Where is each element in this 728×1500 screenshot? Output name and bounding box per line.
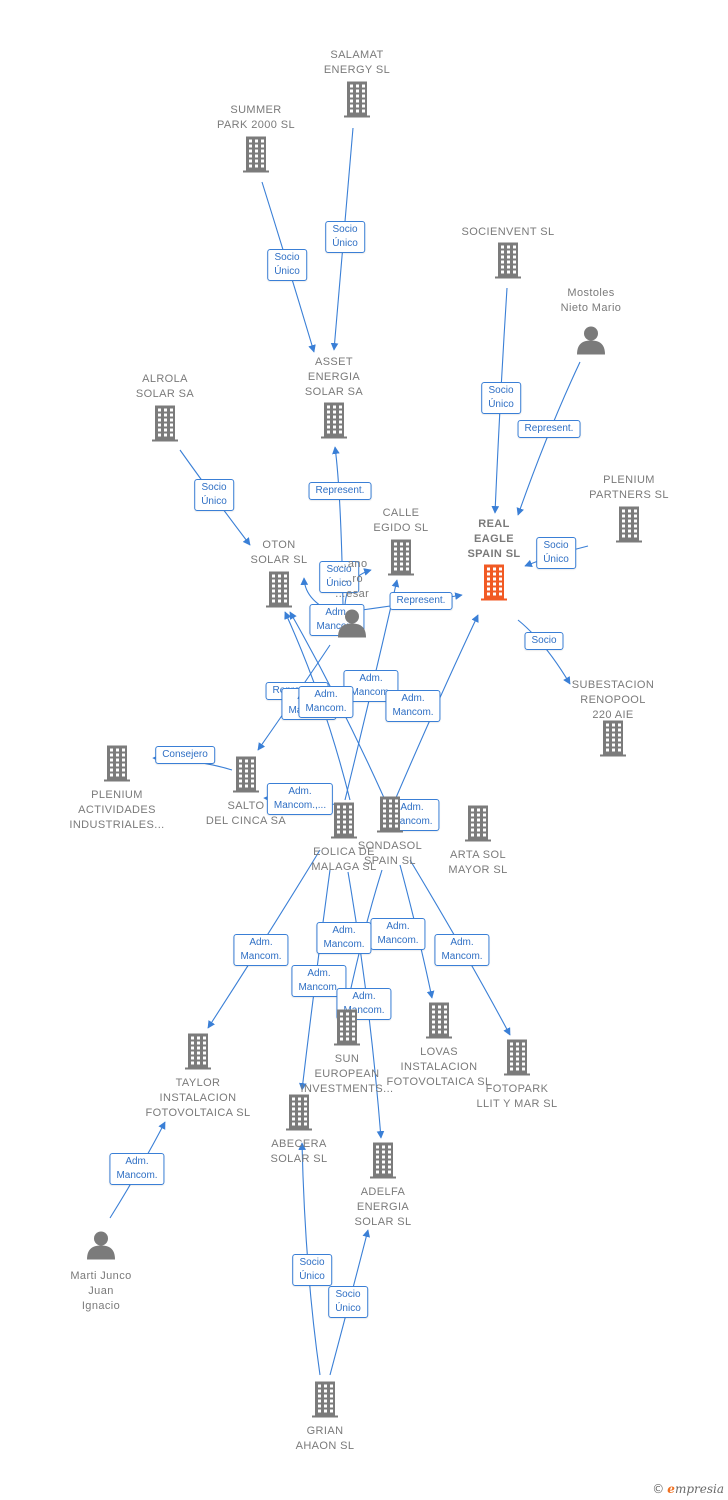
edge-label-moreno-asset[interactable]: Represent. [308,482,372,500]
node-label-plenium-act[interactable]: PLENIUM ACTIVIDADES INDUSTRIALES... [69,789,165,831]
company-icon[interactable] [481,564,507,606]
node-label-plenium-partners[interactable]: PLENIUM PARTNERS SL [589,474,669,501]
node-label-marti[interactable]: Marti Junco Juan Ignacio [70,1270,132,1312]
company-icon[interactable] [616,506,642,548]
company-icon[interactable] [426,1002,452,1044]
edge-label-real-subestacion[interactable]: Socio [524,632,564,650]
node-label-mostoles[interactable]: Mostoles Nieto Mario [560,287,622,314]
company-icon[interactable] [233,756,259,798]
edge-label-sondasol-real[interactable]: Adm. Mancom. [385,690,441,722]
person-icon[interactable] [86,1230,116,1265]
node-label-subestacion[interactable]: SUBESTACION RENOPOOL 220 AIE [571,679,655,721]
edge-label-socienvent-real[interactable]: Socio Único [481,382,521,414]
edge-label-mostoles-real[interactable]: Represent. [517,420,581,438]
edge-label-eolica-salto[interactable]: Adm. Mancom.,... [266,783,334,815]
edge-label-salto-plenium_act[interactable]: Consejero [155,746,215,764]
edge-label-salamat-asset[interactable]: Socio Único [325,221,365,253]
edge-label-sondasol-oton[interactable]: Adm. Mancom. [298,686,354,718]
edge-label-sondasol-lovas[interactable]: Adm. Mancom. [370,918,426,950]
node-label-fotopark[interactable]: FOTOPARK LLIT Y MAR SL [476,1083,558,1110]
node-label-eolica[interactable]: EOLICA DE MALAGA SL [311,846,377,873]
company-icon[interactable] [104,745,130,787]
company-icon[interactable] [370,1142,396,1184]
company-icon[interactable] [266,571,292,613]
node-label-asset[interactable]: ASSET ENERGIA SOLAR SA [304,356,364,398]
node-label-abecera[interactable]: ABECERA SOLAR SL [270,1138,328,1165]
company-icon[interactable] [504,1039,530,1081]
edge-real-subestacion [517,619,571,685]
node-label-taylor[interactable]: TAYLOR INSTALACION FOTOVOLTAICA SL [145,1077,251,1119]
edge-label-summer-asset[interactable]: Socio Único [267,249,307,281]
edge-label-eolica-taylor[interactable]: Adm. Mancom. [233,934,289,966]
company-icon[interactable] [243,136,269,178]
edge-label-plenium_partners-real[interactable]: Socio Único [536,537,576,569]
node-label-alrola[interactable]: ALROLA SOLAR SA [135,373,195,400]
person-icon[interactable] [337,608,367,643]
edge-label-alrola-oton[interactable]: Socio Único [194,479,234,511]
node-label-arta[interactable]: ARTA SOL MAYOR SL [448,849,508,876]
node-label-sun[interactable]: SUN EUROPEAN INVESTMENTS... [300,1053,394,1095]
edge-label-grian-adelfa[interactable]: Socio Único [328,1286,368,1318]
node-label-calle[interactable]: CALLE EGIDO SL [373,507,429,534]
company-icon[interactable] [388,539,414,581]
node-label-adelfa[interactable]: ADELFA ENERGIA SOLAR SL [354,1186,412,1228]
company-icon[interactable] [600,720,626,762]
company-icon[interactable] [377,796,403,838]
edge-label-eolica-abecera[interactable]: Adm. Mancom. [291,965,347,997]
edge-label-moreno-real[interactable]: Represent. [389,592,453,610]
person-icon[interactable] [576,325,606,360]
edge-label-moreno-calle[interactable]: Socio Único [319,561,359,593]
company-icon[interactable] [465,805,491,847]
company-icon[interactable] [312,1381,338,1423]
node-label-salto[interactable]: SALTO DEL CINCA SA [205,800,287,827]
node-label-oton[interactable]: OTON SOLAR SL [250,539,308,566]
edge-label-sondasol-fotopark[interactable]: Adm. Mancom. [434,934,490,966]
empresia-watermark: ©empresia [652,1482,724,1496]
node-label-salamat[interactable]: SALAMAT ENERGY SL [323,49,391,76]
edge-label-grian-abecera[interactable]: Socio Único [292,1254,332,1286]
edge-mostoles-real [516,361,581,516]
node-label-real[interactable]: REAL EAGLE SPAIN SL [467,518,521,560]
node-label-sondasol[interactable]: SONDASOL SPAIN SL [357,840,423,867]
node-label-summer[interactable]: SUMMER PARK 2000 SL [217,104,295,131]
company-icon[interactable] [152,405,178,447]
node-label-lovas[interactable]: LOVAS INSTALACION FOTOVOLTAICA SL [386,1046,492,1088]
company-icon[interactable] [331,802,357,844]
edge-label-marti-taylor[interactable]: Adm. Mancom. [109,1153,165,1185]
company-icon[interactable] [185,1033,211,1075]
company-icon[interactable] [321,402,347,444]
node-label-grian[interactable]: GRIAN AHAON SL [295,1425,355,1452]
edge-label-sondasol-abecera[interactable]: Adm. Mancom. [316,922,372,954]
node-label-moreno[interactable]: …ano …ro …esar [334,558,370,600]
company-icon[interactable] [334,1009,360,1051]
company-icon[interactable] [286,1094,312,1136]
company-icon[interactable] [495,242,521,284]
company-icon[interactable] [344,81,370,123]
node-label-socienvent[interactable]: SOCIENVENT SL [461,226,555,238]
